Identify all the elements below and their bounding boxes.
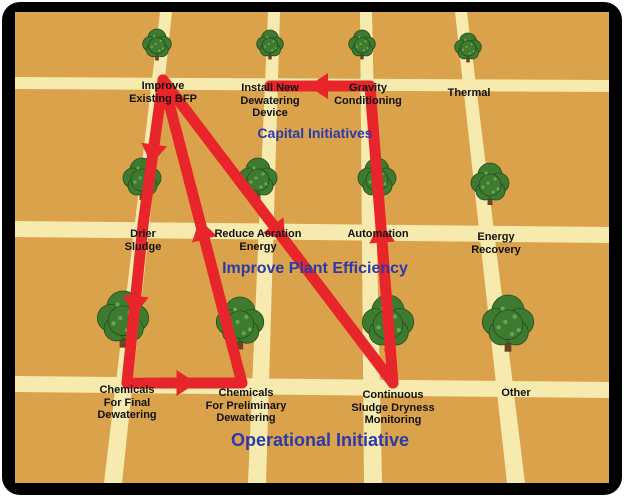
tree-icon [238, 157, 278, 200]
vertical-road-4 [455, 12, 525, 483]
node-label-gravity-conditioning: Gravity Conditioning [334, 82, 402, 107]
tree-icon [348, 29, 376, 60]
path-arrow-improve-bfp-to-drier-sludge [137, 74, 169, 231]
arrow-layer [121, 73, 399, 396]
node-label-install-dewatering: Install New Dewatering Device [240, 82, 300, 119]
path-arrow-gravity-conditioning-to-install-dewatering [264, 73, 376, 99]
node-label-improve-bfp: Improve Existing BFP [129, 80, 197, 105]
path-arrow-drier-sludge-to-chemicals-final [121, 219, 149, 389]
node-label-automation: Automation [347, 228, 409, 240]
node-label-energy-recovery: Energy Recovery [471, 231, 521, 256]
section-title-capital: Capital Initiatives [257, 125, 373, 141]
tree-icon [256, 29, 284, 60]
tree-icon [454, 32, 482, 63]
node-label-other: Other [501, 387, 531, 399]
node-label-continuous-monitoring: Continuous Sludge Dryness Monitoring [351, 389, 435, 426]
path-arrow-chemicals-preliminary-to-improve-bfp [157, 74, 248, 389]
path-arrow-improve-bfp-to-continuous-monitoring [157, 74, 399, 389]
tree-icon [481, 294, 535, 352]
horizontal-road-middle [15, 221, 609, 243]
tree-icon [142, 28, 172, 61]
section-title-efficiency: Improve Plant Efficiency [222, 260, 408, 277]
path-arrow-chemicals-final-to-chemicals-preliminary [121, 370, 248, 396]
node-label-reduce-aeration: Reduce Aeration Energy [214, 228, 302, 253]
node-label-chemicals-final: Chemicals For Final Dewatering [97, 384, 157, 421]
node-label-drier-sludge: Drier Sludge [124, 228, 162, 253]
node-label-chemicals-preliminary: Chemicals For Preliminary Dewatering [205, 387, 287, 424]
tree-icon [470, 162, 510, 205]
section-title-operational: Operational Initiative [230, 430, 410, 450]
vertical-road-2 [248, 12, 280, 483]
path-arrow-continuous-monitoring-to-gravity-conditioning [364, 80, 399, 389]
node-label-thermal: Thermal [447, 87, 491, 99]
